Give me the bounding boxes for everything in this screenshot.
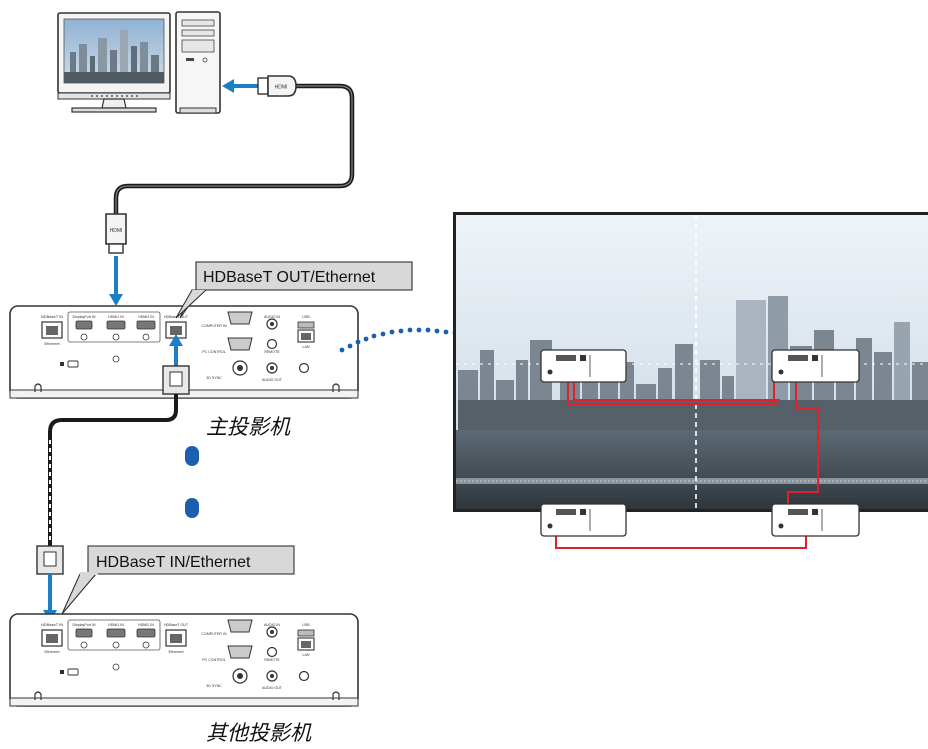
rj45-plug-icon [36, 545, 64, 575]
panel-label-audio-in: AUDIO IN [264, 623, 280, 627]
signal-arrow-hdmi-in [109, 256, 123, 306]
panel-label-lan: LAN [303, 345, 310, 349]
panel-label-audio-out: AUDIO OUT [262, 378, 283, 382]
callout-hdbaset-out: HDBaseT OUT/Ethernet [175, 261, 413, 319]
panel-label-usb: USB [302, 315, 310, 319]
panel-label-hdbaset-out: HDBaseT OUT [164, 623, 189, 627]
panel-label-lan: LAN [303, 653, 310, 657]
hdmi-plug-icon: HDMI [257, 75, 297, 97]
panel-label-audio-out: AUDIO OUT [262, 686, 283, 690]
callout-label-out: HDBaseT OUT/Ethernet [203, 269, 376, 286]
panel-label-displayport: DisplayPort IN [73, 315, 96, 319]
panel-label-3d-sync: 3D SYNC [206, 376, 222, 380]
signal-arrow-hdbaset-out [169, 334, 183, 366]
panel-label-ethernet: Ethernet [44, 649, 60, 654]
panel-label-ethernet: Ethernet [168, 649, 184, 654]
pc-tower-icon [175, 11, 221, 114]
panel-label-3d-sync: 3D SYNC [206, 684, 222, 688]
rj45-plug-icon [162, 365, 190, 395]
projector-icon [771, 503, 860, 537]
panel-label-hdmi1: HDMI1 IN [108, 315, 124, 319]
caption-master-projector: 主投影机 [206, 415, 291, 439]
panel-label-displayport: DisplayPort IN [73, 623, 96, 627]
other-projector-panel: HDBaseT IN Ethernet DisplayPort IN HDMI1… [9, 613, 359, 707]
panel-label-ethernet: Ethernet [44, 341, 60, 346]
panel-label-hdbaset-in: HDBaseT IN [41, 622, 63, 627]
panel-label-pc-control: PC CONTROL [202, 658, 226, 662]
panel-label-computer-in: COMPUTER IN [201, 324, 227, 328]
callout-hdbaset-in: HDBaseT IN/Ethernet [61, 545, 295, 615]
panel-label-remote: REMOTE [264, 658, 280, 662]
panel-label-hdmi1: HDMI1 IN [108, 623, 124, 627]
projector-icon [540, 503, 627, 537]
lan-cable [48, 394, 178, 548]
projector-icon [771, 349, 860, 383]
projector-icon [540, 349, 627, 383]
panel-label-remote: REMOTE [264, 350, 280, 354]
hdmi-plug-text: HDMI [110, 228, 123, 234]
panel-label-hdmi2: HDMI2 IN [138, 623, 154, 627]
ellipsis-dots-icon [185, 446, 199, 518]
monitor-icon [57, 12, 171, 113]
caption-other-projectors: 其他投影机 [206, 721, 312, 745]
hdmi-cable [113, 83, 355, 214]
panel-label-pc-control: PC CONTROL [202, 350, 226, 354]
callout-label-in: HDBaseT IN/Ethernet [96, 554, 251, 571]
panel-label-hdbaset-in: HDBaseT IN [41, 314, 63, 319]
signal-arrow-to-pc [222, 79, 258, 93]
panel-label-usb: USB [302, 623, 310, 627]
hdmi-plug-icon: HDMI [105, 213, 127, 254]
panel-label-computer-in: COMPUTER IN [201, 632, 227, 636]
panel-label-audio-in: AUDIO IN [264, 315, 280, 319]
hdmi-plug-text: HDMI [275, 85, 288, 91]
panel-label-hdmi2: HDMI2 IN [138, 315, 154, 319]
